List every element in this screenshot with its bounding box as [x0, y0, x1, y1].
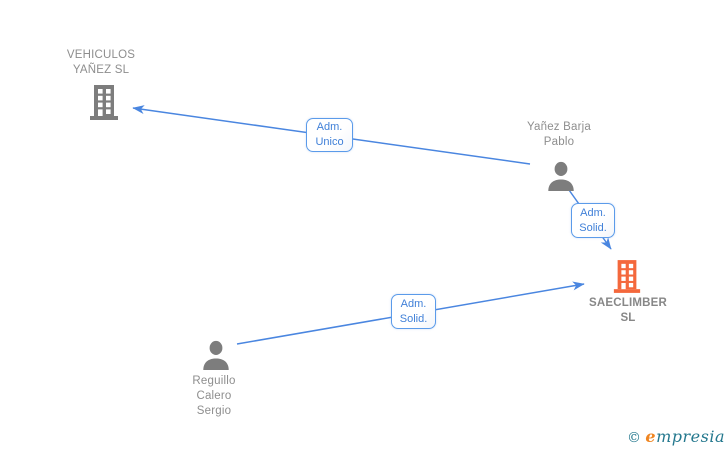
building-icon-vehiculos[interactable]	[88, 84, 120, 126]
brand-rest: mpresia	[656, 427, 725, 446]
node-label-vehiculos-yanez-sl[interactable]: VEHICULOS YAÑEZ SL	[66, 49, 136, 76]
person-icon-reguillo[interactable]	[200, 338, 232, 377]
brand-first-letter: e	[645, 427, 657, 446]
copyright-icon: ©	[626, 430, 641, 446]
node-label-saeclimber-sl[interactable]: SAECLIMBER SL	[588, 297, 668, 324]
edge-label-adm-solid-yanez: Adm. Solid.	[571, 203, 615, 238]
node-label-reguillo-calero-sergio[interactable]: Reguillo Calero Sergio	[192, 375, 236, 417]
edge-label-adm-unico: Adm. Unico	[306, 118, 353, 152]
node-label-yanez-barja-pablo[interactable]: Yañez Barja Pablo	[527, 121, 591, 148]
brand-logo: empresia	[645, 427, 725, 446]
edge-label-adm-solid-reguillo: Adm. Solid.	[391, 294, 436, 329]
building-icon-saeclimber[interactable]	[612, 258, 642, 300]
person-icon-yanez[interactable]	[545, 159, 577, 198]
watermark: © empresia	[627, 427, 725, 446]
